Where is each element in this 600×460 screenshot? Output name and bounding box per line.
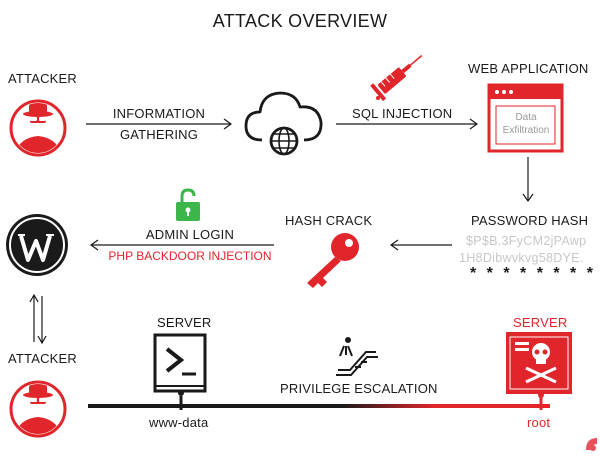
- server-right-label: SERVER: [513, 315, 568, 330]
- arrow-admin-login: [89, 239, 274, 251]
- hash-crack-label: HASH CRACK: [285, 213, 373, 228]
- data-exfiltration-label: Data Exfiltration: [502, 112, 550, 136]
- unlock-icon: [176, 188, 200, 221]
- attacker-top-label: ATTACKER: [8, 71, 78, 86]
- arrow-web-to-hash: [522, 157, 534, 203]
- network-line: [88, 396, 550, 410]
- edge-label-sql-injection: SQL INJECTION: [352, 106, 453, 121]
- skull-server-icon: [506, 332, 572, 398]
- hash-line-2: 1H8Dibwvkvg58DYE.: [459, 251, 584, 265]
- edge-label-php-backdoor: PHP BACKDOOR INJECTION: [108, 249, 272, 263]
- edge-label-gathering: GATHERING: [119, 127, 199, 142]
- syringe-icon: [370, 54, 423, 102]
- arrow-info-gathering: [86, 118, 233, 130]
- user-root: root: [527, 415, 551, 430]
- password-hash-label: PASSWORD HASH: [471, 213, 589, 228]
- user-www-data: www-data: [149, 415, 209, 430]
- key-icon: [307, 233, 359, 288]
- brand-logo-icon: [586, 438, 597, 451]
- browser-window-icon: [487, 83, 564, 153]
- attacker-bottom-icon: [9, 380, 67, 438]
- hash-line-1: $P$B.3FyCM2jPAwp: [466, 234, 587, 248]
- wordpress-icon: [6, 214, 68, 276]
- attacker-bottom-label: ATTACKER: [8, 351, 78, 366]
- syringe-drop-icon: [376, 96, 380, 100]
- arrow-bidirectional: [29, 293, 47, 345]
- attacker-top-icon: [9, 99, 67, 157]
- server-left-label: SERVER: [157, 315, 212, 330]
- masked-password: * * * * * * * *: [470, 265, 596, 282]
- arrow-hash-to-crack: [389, 239, 452, 251]
- terminal-icon: [153, 333, 207, 396]
- escalator-icon: [336, 337, 378, 376]
- web-application-label: WEB APPLICATION: [468, 61, 589, 76]
- diagram-title: ATTACK OVERVIEW: [212, 11, 388, 31]
- edge-label-admin-login: ADMIN LOGIN: [145, 227, 235, 242]
- cloud-globe-icon: [244, 91, 323, 156]
- edge-label-information: INFORMATION: [112, 106, 206, 121]
- edge-label-privilege-escalation: PRIVILEGE ESCALATION: [280, 381, 438, 396]
- arrow-sql-injection: [336, 118, 479, 130]
